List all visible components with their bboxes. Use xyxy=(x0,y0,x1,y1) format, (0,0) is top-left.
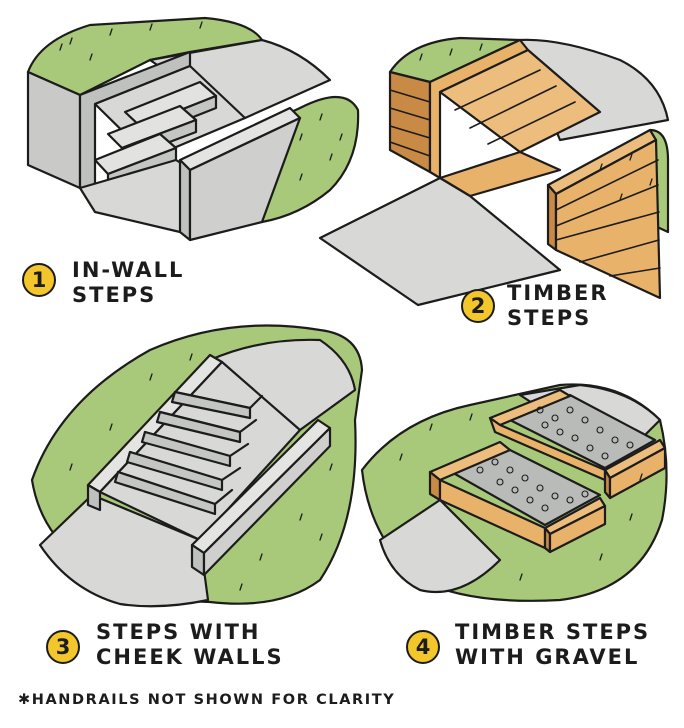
footnote: ✱HANDRAILS NOT SHOWN FOR CLARITY xyxy=(18,692,396,708)
panel-3-label-line-1: STEPS WITH xyxy=(96,620,261,644)
panel-1-number-badge: 1 xyxy=(22,263,56,297)
panel-4-label-line-2: WITH GRAVEL xyxy=(455,645,640,669)
panel-3-illustration xyxy=(30,324,364,608)
panel-1-illustration xyxy=(26,16,360,242)
panel-4-label: TIMBER STEPS WITH GRAVEL xyxy=(455,620,650,670)
panel-4-label-line-1: TIMBER STEPS xyxy=(455,620,651,644)
panel-4-number-badge: 4 xyxy=(406,630,440,664)
panel-2-label: TIMBER STEPS xyxy=(507,281,609,331)
panel-2-illustration xyxy=(318,36,670,307)
panel-3-label-line-2: CHEEK WALLS xyxy=(96,645,284,669)
panel-1-label-line-1: IN-WALL xyxy=(72,258,185,282)
panel-3-number-badge: 3 xyxy=(46,630,80,664)
panel-1-label-line-2: STEPS xyxy=(72,283,157,307)
panel-3-label: STEPS WITH CHEEK WALLS xyxy=(96,620,284,670)
panel-2-label-line-1: TIMBER xyxy=(507,281,609,305)
panel-2-number-badge: 2 xyxy=(461,289,495,323)
panel-4-illustration xyxy=(360,383,668,602)
panel-1-label: IN-WALL STEPS xyxy=(72,258,184,308)
panel-2-label-line-2: STEPS xyxy=(507,306,592,330)
